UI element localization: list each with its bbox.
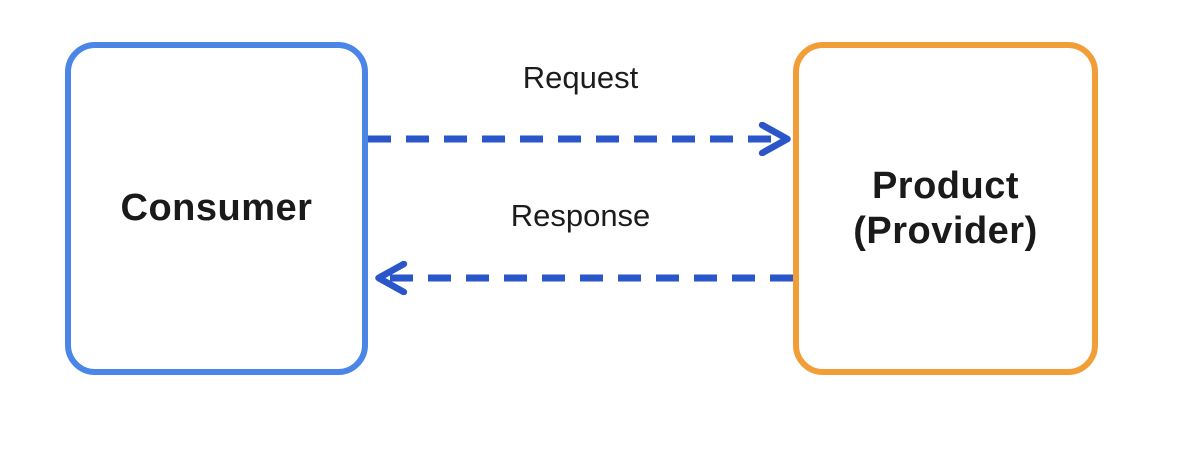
node-consumer: Consumer xyxy=(65,42,368,375)
node-provider-label-line2: (Provider) xyxy=(853,209,1038,252)
node-provider-label: Product (Provider) xyxy=(853,164,1037,254)
edge-label-response: Response xyxy=(510,198,651,233)
edge-label-request: Request xyxy=(522,60,639,95)
node-consumer-label: Consumer xyxy=(120,187,313,229)
node-provider: Product (Provider) xyxy=(793,42,1098,375)
node-provider-label-line1: Product xyxy=(871,164,1020,207)
